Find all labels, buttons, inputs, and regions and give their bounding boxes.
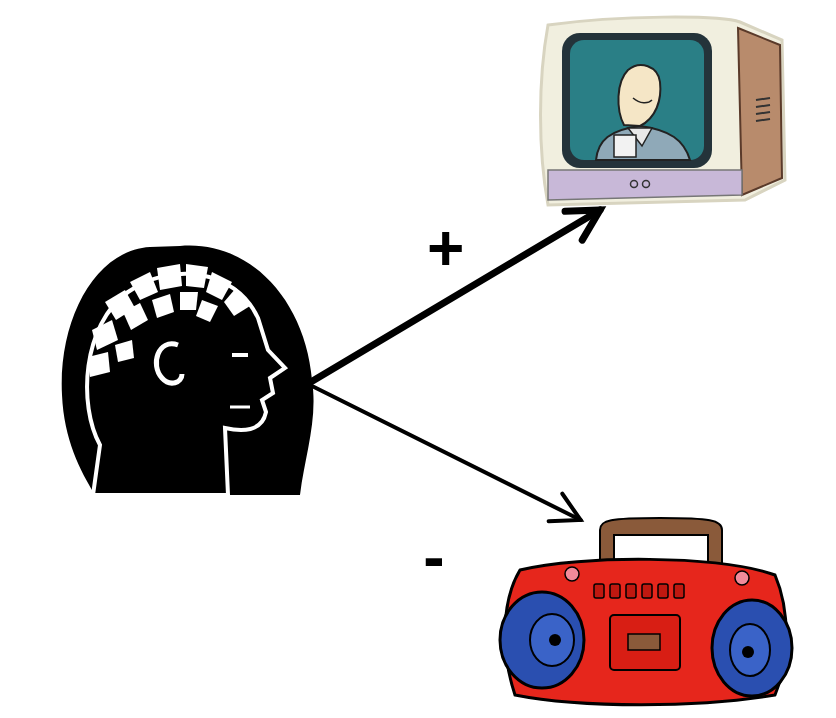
- illustration-node: [505, 520, 785, 705]
- arrow-shaft: [310, 210, 600, 383]
- arrow-connector: [310, 210, 600, 383]
- arrow-connector: [310, 385, 581, 521]
- arrow-head: [565, 210, 600, 240]
- illustration-node: [540, 15, 785, 210]
- illustration-node: [60, 245, 310, 495]
- boombox-icon: [500, 518, 792, 705]
- arrow-shaft: [310, 385, 581, 520]
- edge-sign-label: -: [423, 525, 444, 589]
- television-icon: [541, 17, 786, 205]
- arrow-head: [549, 494, 581, 521]
- head-icon: [62, 246, 314, 495]
- edge-sign-label: +: [427, 216, 464, 280]
